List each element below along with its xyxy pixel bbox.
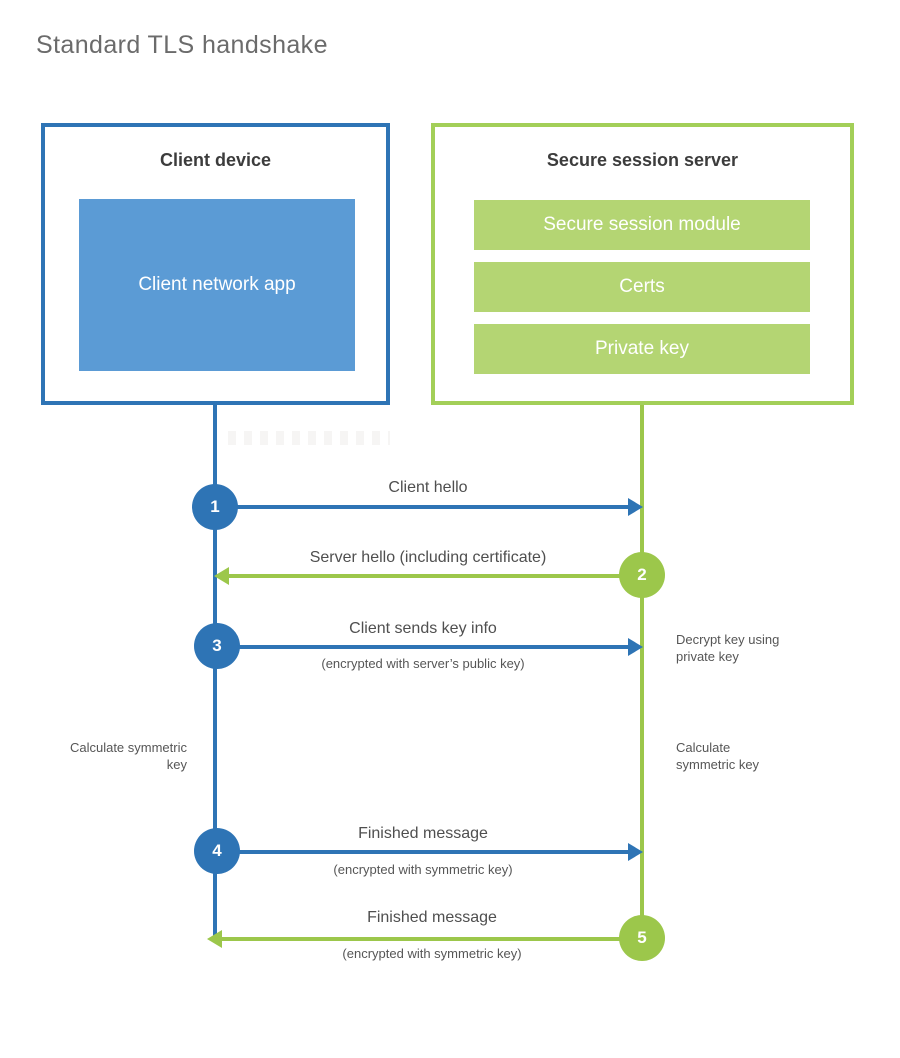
step-circle-2: 2 xyxy=(619,552,665,598)
arrow-sublabel-finished-client: (encrypted with symmetric key) xyxy=(333,862,513,877)
server-module-bar-private-key: Private key xyxy=(474,324,810,374)
step-circle-4: 4 xyxy=(194,828,240,874)
arrow-label-client-hello: Client hello xyxy=(388,479,468,496)
note-calculate-symmetric-key-server: Calculate symmetric key xyxy=(676,740,760,773)
arrow-sublabel-client-key-info: (encrypted with server’s public key) xyxy=(321,656,525,671)
arrowhead-right-icon xyxy=(628,498,643,516)
server-module-bar-certs: Certs xyxy=(474,262,810,312)
arrowhead-right-icon xyxy=(628,638,643,656)
secure-session-server-title: Secure session server xyxy=(546,150,739,170)
arrowhead-left-icon xyxy=(214,567,229,585)
note-decrypt-key: Decrypt key using private key xyxy=(676,632,780,665)
arrowhead-left-icon xyxy=(207,930,222,948)
server-module-bar-secure-session: Secure session module xyxy=(474,200,810,250)
client-device-title: Client device xyxy=(159,150,272,170)
arrow-client-key-info xyxy=(218,645,628,649)
arrow-label-finished-server: Finished message xyxy=(367,909,497,926)
note-calculate-symmetric-key-client: Calculate symmetric key xyxy=(69,740,187,773)
faint-dashed-line xyxy=(228,431,390,445)
client-lifeline xyxy=(213,405,217,941)
arrowhead-right-icon xyxy=(628,843,643,861)
arrow-finished-server xyxy=(222,937,642,941)
arrow-label-finished-client: Finished message xyxy=(358,825,488,842)
arrow-finished-client xyxy=(218,850,628,854)
client-network-app-box: Client network app xyxy=(79,199,355,371)
step-circle-3: 3 xyxy=(194,623,240,669)
client-network-app-label: Client network app xyxy=(138,274,296,296)
arrow-sublabel-finished-server: (encrypted with symmetric key) xyxy=(342,946,522,961)
arrow-client-hello xyxy=(216,505,628,509)
server-lifeline xyxy=(640,405,644,938)
arrow-server-hello xyxy=(229,574,642,578)
arrow-label-client-key-info: Client sends key info xyxy=(349,620,497,637)
arrow-label-server-hello: Server hello (including certificate) xyxy=(309,549,547,566)
step-circle-5: 5 xyxy=(619,915,665,961)
step-circle-1: 1 xyxy=(192,484,238,530)
page-title: Standard TLS handshake xyxy=(36,31,328,59)
